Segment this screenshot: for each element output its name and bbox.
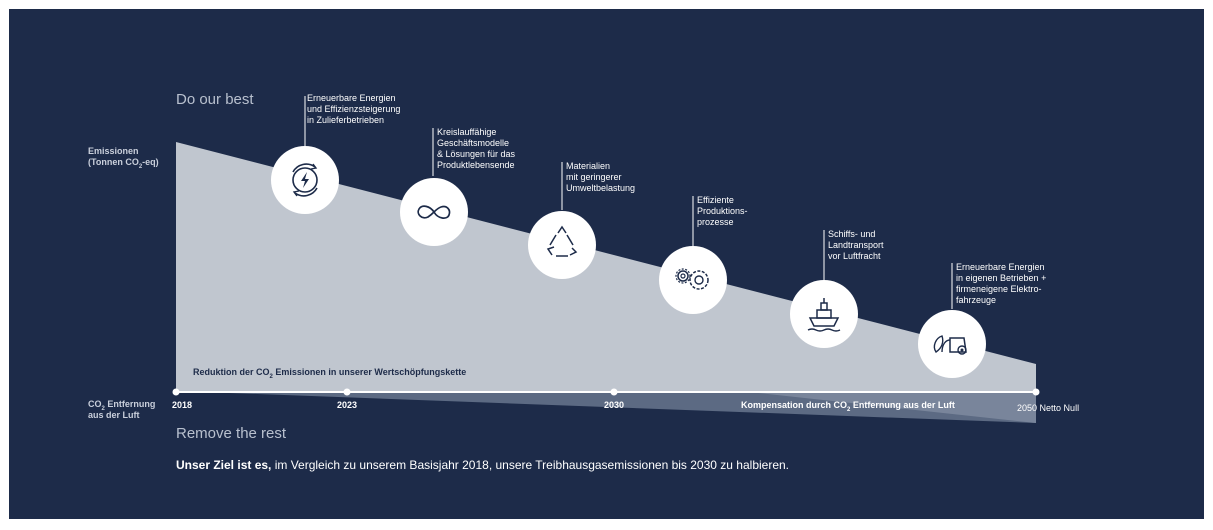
step-4-circle — [659, 246, 727, 314]
year-label-2050: 2050 Netto Null — [1017, 403, 1080, 413]
compensation-note: Kompensation durch CO2 Entfernung aus de… — [741, 400, 955, 413]
year-label-2023: 2023 — [337, 400, 358, 410]
year-label-2030: 2030 — [604, 400, 625, 410]
step-2-circle — [400, 178, 468, 246]
heading-do-our-best: Do our best — [176, 91, 254, 108]
co2-removal-axis-label: CO2 Entfernung aus der Luft — [88, 399, 156, 420]
timeline-dot-2018 — [172, 388, 180, 396]
timeline-dot-2023 — [343, 388, 351, 396]
recycle-icon — [546, 225, 578, 257]
year-label-2018: 2018 — [172, 400, 193, 410]
heading-remove-the-rest: Remove the rest — [176, 425, 287, 442]
co2-removal-area-light — [740, 391, 1036, 423]
electric-vehicle-icon — [933, 335, 967, 355]
timeline-dot-2050 — [1032, 388, 1040, 396]
step-3-circle — [528, 211, 596, 279]
energy-cycle-icon — [292, 163, 318, 197]
gears-icon — [675, 268, 709, 290]
emissions-axis-label: Emissionen (Tonnen CO2-eq) — [88, 146, 159, 170]
timeline-dot-2030 — [610, 388, 618, 396]
infinity-icon — [417, 205, 451, 219]
step-5-circle — [790, 280, 858, 348]
step-1-circle — [271, 146, 339, 214]
ship-icon — [807, 298, 841, 332]
netto-null-label: Netto Null — [1039, 403, 1080, 413]
step-6-circle — [918, 310, 986, 378]
goal-statement: Unser Ziel ist es, im Vergleich zu unser… — [176, 458, 790, 472]
reduction-note: Reduktion der CO2 Emissionen in unserer … — [193, 367, 467, 380]
